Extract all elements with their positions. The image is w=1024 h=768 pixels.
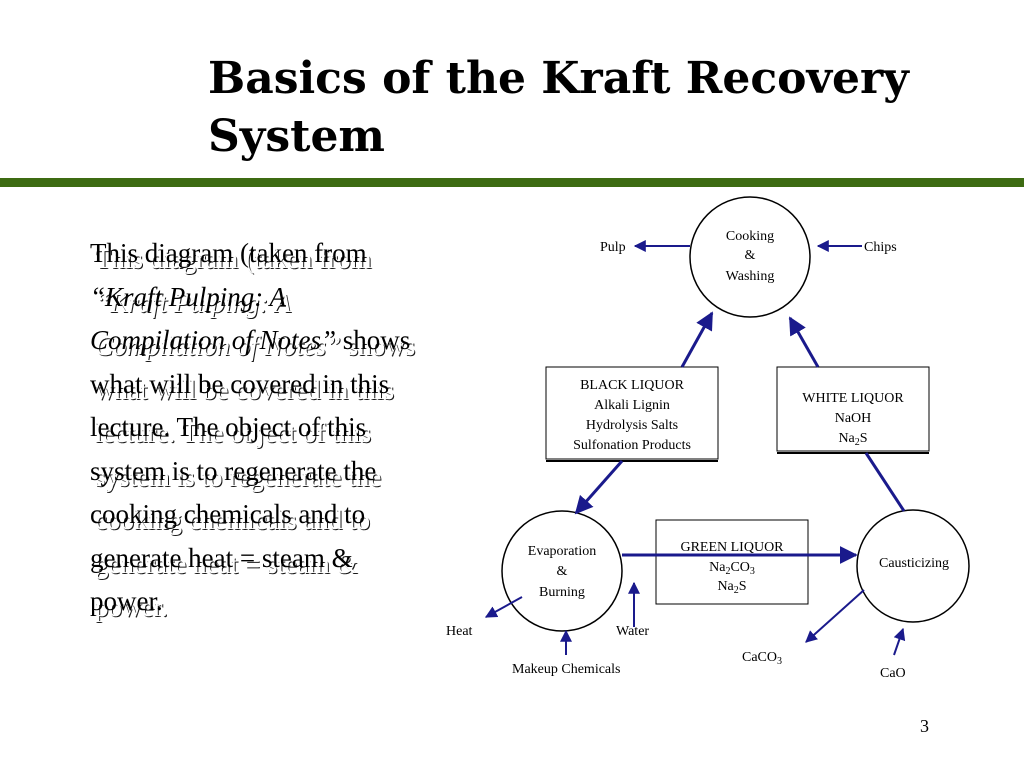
body-paragraph: This diagram (taken from “Kraft Pulping:… xyxy=(90,232,420,624)
cooking-amp-label: & xyxy=(745,248,756,263)
na2s-green-sub: 2 xyxy=(734,585,739,596)
evaporation-label: Evaporation xyxy=(528,544,596,559)
causticizing-node xyxy=(856,509,970,623)
pulp-label: Pulp xyxy=(600,240,626,255)
na2s-white-s: S xyxy=(860,431,868,446)
naoh-label: NaOH xyxy=(835,411,872,426)
white-liquor-title: WHITE LIQUOR xyxy=(802,391,904,406)
arrow-black-to-cooking xyxy=(680,311,714,368)
na2co3-sub2: 2 xyxy=(725,566,730,577)
cooking-label: Cooking xyxy=(726,229,774,244)
na2s-green-label: Na2S xyxy=(717,579,746,596)
slide-title-line-2: System xyxy=(208,111,385,162)
causticizing-label: Causticizing xyxy=(879,556,949,571)
washing-label: Washing xyxy=(726,269,775,284)
arrow-to-caco3 xyxy=(805,589,865,643)
citation-text: “Kraft Pulping: A Compilation of Notes” xyxy=(90,281,337,356)
evaporation-amp-label: & xyxy=(557,564,568,579)
na2s-white-sub: 2 xyxy=(855,437,860,448)
na2s-green-na: Na xyxy=(717,579,734,594)
caco3-sub: 3 xyxy=(777,656,782,667)
alkali-lignin-label: Alkali Lignin xyxy=(594,398,670,413)
caco3-label: CaCO3 xyxy=(742,650,782,667)
na2co3-na: Na xyxy=(709,560,726,575)
na2s-green-s: S xyxy=(739,579,747,594)
arrow-black-to-evaporation xyxy=(574,460,624,515)
caco3-main: CaCO xyxy=(742,650,777,665)
body-text-part-1: This diagram (taken from xyxy=(90,238,367,268)
na2co3-co: CO xyxy=(730,560,749,575)
cooking-washing-node xyxy=(689,196,811,318)
arrow-white-to-cooking xyxy=(788,316,820,368)
arrow-cao xyxy=(893,627,906,656)
black-liquor-title: BLACK LIQUOR xyxy=(580,378,684,393)
na2s-white-na: Na xyxy=(838,431,855,446)
na2s-white-label: Na2S xyxy=(838,431,867,448)
black-liquor-box xyxy=(545,366,719,460)
slide-title: Basics of the Kraft Recovery System xyxy=(208,50,1008,166)
cao-label: CaO xyxy=(880,666,906,681)
green-liquor-box xyxy=(655,519,809,605)
arrow-to-heat xyxy=(484,596,523,618)
heat-label: Heat xyxy=(446,624,473,639)
water-label: Water xyxy=(616,624,649,639)
burning-label: Burning xyxy=(539,585,585,600)
white-liquor-box xyxy=(776,366,930,452)
na2co3-sub3: 3 xyxy=(750,566,755,577)
page-number: 3 xyxy=(920,716,929,736)
green-liquor-title: GREEN LIQUOR xyxy=(680,540,784,555)
hydrolysis-salts-label: Hydrolysis Salts xyxy=(586,418,678,433)
chips-label: Chips xyxy=(864,240,897,255)
slide-title-line-1: Basics of the Kraft Recovery xyxy=(208,53,909,104)
sulfonation-products-label: Sulfonation Products xyxy=(573,438,691,453)
title-divider xyxy=(0,178,1024,187)
kraft-recovery-diagram: Cooking & Washing Evaporation & Burning … xyxy=(446,196,970,681)
arrow-causticizing-to-white xyxy=(864,452,906,512)
na2co3-label: Na2CO3 xyxy=(709,560,755,577)
makeup-chemicals-label: Makeup Chemicals xyxy=(512,662,620,677)
body-text-part-2: shows what will be covered in this lectu… xyxy=(90,325,411,616)
